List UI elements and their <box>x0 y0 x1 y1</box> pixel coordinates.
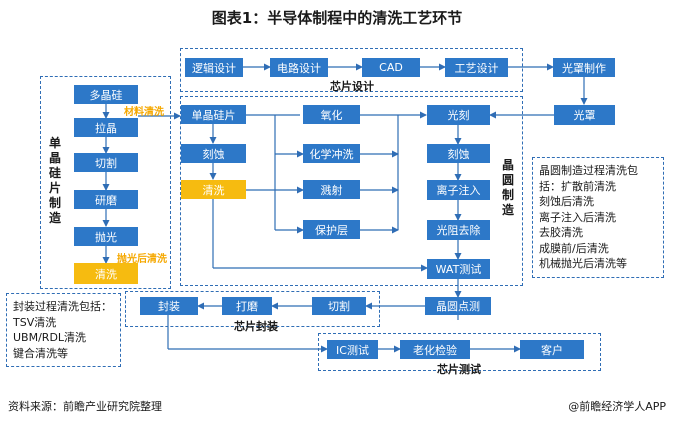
box-cmp: 化学冲洗 <box>303 144 360 163</box>
box-lithography: 光刻 <box>427 105 490 125</box>
box-logic-design: 逻辑设计 <box>185 58 243 77</box>
box-oxidation: 氧化 <box>303 105 360 124</box>
box-sputtering: 溅射 <box>303 180 360 199</box>
note-line: 晶圆制造过程清洗包 <box>539 164 638 177</box>
box-etch-right: 刻蚀 <box>427 144 490 163</box>
note-line: 机械抛光后清洗等 <box>539 257 627 270</box>
note-line: 离子注入后清洗 <box>539 210 616 224</box>
box-wafer-probe: 晶圆点测 <box>425 297 491 315</box>
box-grinding: 研磨 <box>74 190 138 209</box>
box-resist-removal: 光阻去除 <box>427 220 490 240</box>
note-packaging-cleaning: 封装过程清洗包括： TSV清洗 UBM/RDL清洗 键合清洗等 <box>6 293 121 367</box>
box-dicing: 切割 <box>312 297 366 315</box>
note-line: TSV清洗 <box>13 315 57 329</box>
source-text: 资料来源：前瞻产业研究院整理 <box>8 400 162 413</box>
note-line: UBM/RDL清洗 <box>13 331 87 344</box>
note-line: 键合清洗等 <box>13 346 68 360</box>
box-cad: CAD <box>362 58 420 77</box>
box-wat-test: WAT测试 <box>427 259 490 279</box>
chip-testing-label: 芯片测试 <box>437 363 481 376</box>
box-customer: 客户 <box>520 340 584 359</box>
box-crystal-pulling: 拉晶 <box>74 118 138 137</box>
region-wafer-making <box>40 76 171 289</box>
box-process-design: 工艺设计 <box>445 58 508 77</box>
region-chip-design <box>180 48 523 92</box>
chip-design-label: 芯片设计 <box>330 80 374 93</box>
page-title: 图表1：半导体制程中的清洗工艺环节 <box>211 9 463 27</box>
box-circuit-design: 电路设计 <box>270 58 328 77</box>
box-ic-test: IC测试 <box>327 340 378 359</box>
box-packaging: 封装 <box>140 297 198 315</box>
box-cutting: 切割 <box>74 153 138 172</box>
box-polishing: 抛光 <box>74 227 138 246</box>
annotation-material-cleaning: 材料清洗 <box>124 107 164 118</box>
box-polysilicon: 多晶硅 <box>74 85 138 104</box>
wafer-making-label: 单晶硅片制造 <box>48 136 61 225</box>
box-single-wafer: 单晶硅片 <box>181 105 246 124</box>
note-line: 去胶清洗 <box>539 226 583 239</box>
box-cleaning-fab: 清洗 <box>181 180 246 199</box>
chip-packaging-label: 芯片封装 <box>234 320 278 333</box>
note-line: 刻蚀后清洗 <box>539 195 594 208</box>
region-wafer-fab <box>180 96 523 286</box>
box-mask-making: 光罩制作 <box>553 58 615 77</box>
box-cleaning-silicon: 清洗 <box>74 263 138 284</box>
box-protective-layer: 保护层 <box>303 220 360 239</box>
box-grinding-pkg: 打磨 <box>222 297 272 315</box>
box-mask: 光罩 <box>554 105 615 125</box>
region-chip-testing <box>318 333 601 371</box>
note-line: 括：扩散前清洗 <box>539 179 616 193</box>
annotation-post-polish-cleaning: 抛光后清洗 <box>117 254 167 265</box>
note-wafer-fab-cleaning: 晶圆制造过程清洗包 括：扩散前清洗 刻蚀后清洗 离子注入后清洗 去胶清洗 成膜前… <box>532 157 664 278</box>
box-etch-left: 刻蚀 <box>181 144 246 163</box>
box-ion-implant: 离子注入 <box>427 180 490 200</box>
note-line: 成膜前/后清洗 <box>539 241 609 255</box>
wafer-fab-label: 晶圆制造 <box>501 158 514 217</box>
box-burn-in: 老化检验 <box>400 340 470 359</box>
note-line: 封装过程清洗包括： <box>13 300 112 313</box>
region-chip-packaging <box>125 291 380 327</box>
brand-text: @前瞻经济学人APP <box>568 400 666 413</box>
